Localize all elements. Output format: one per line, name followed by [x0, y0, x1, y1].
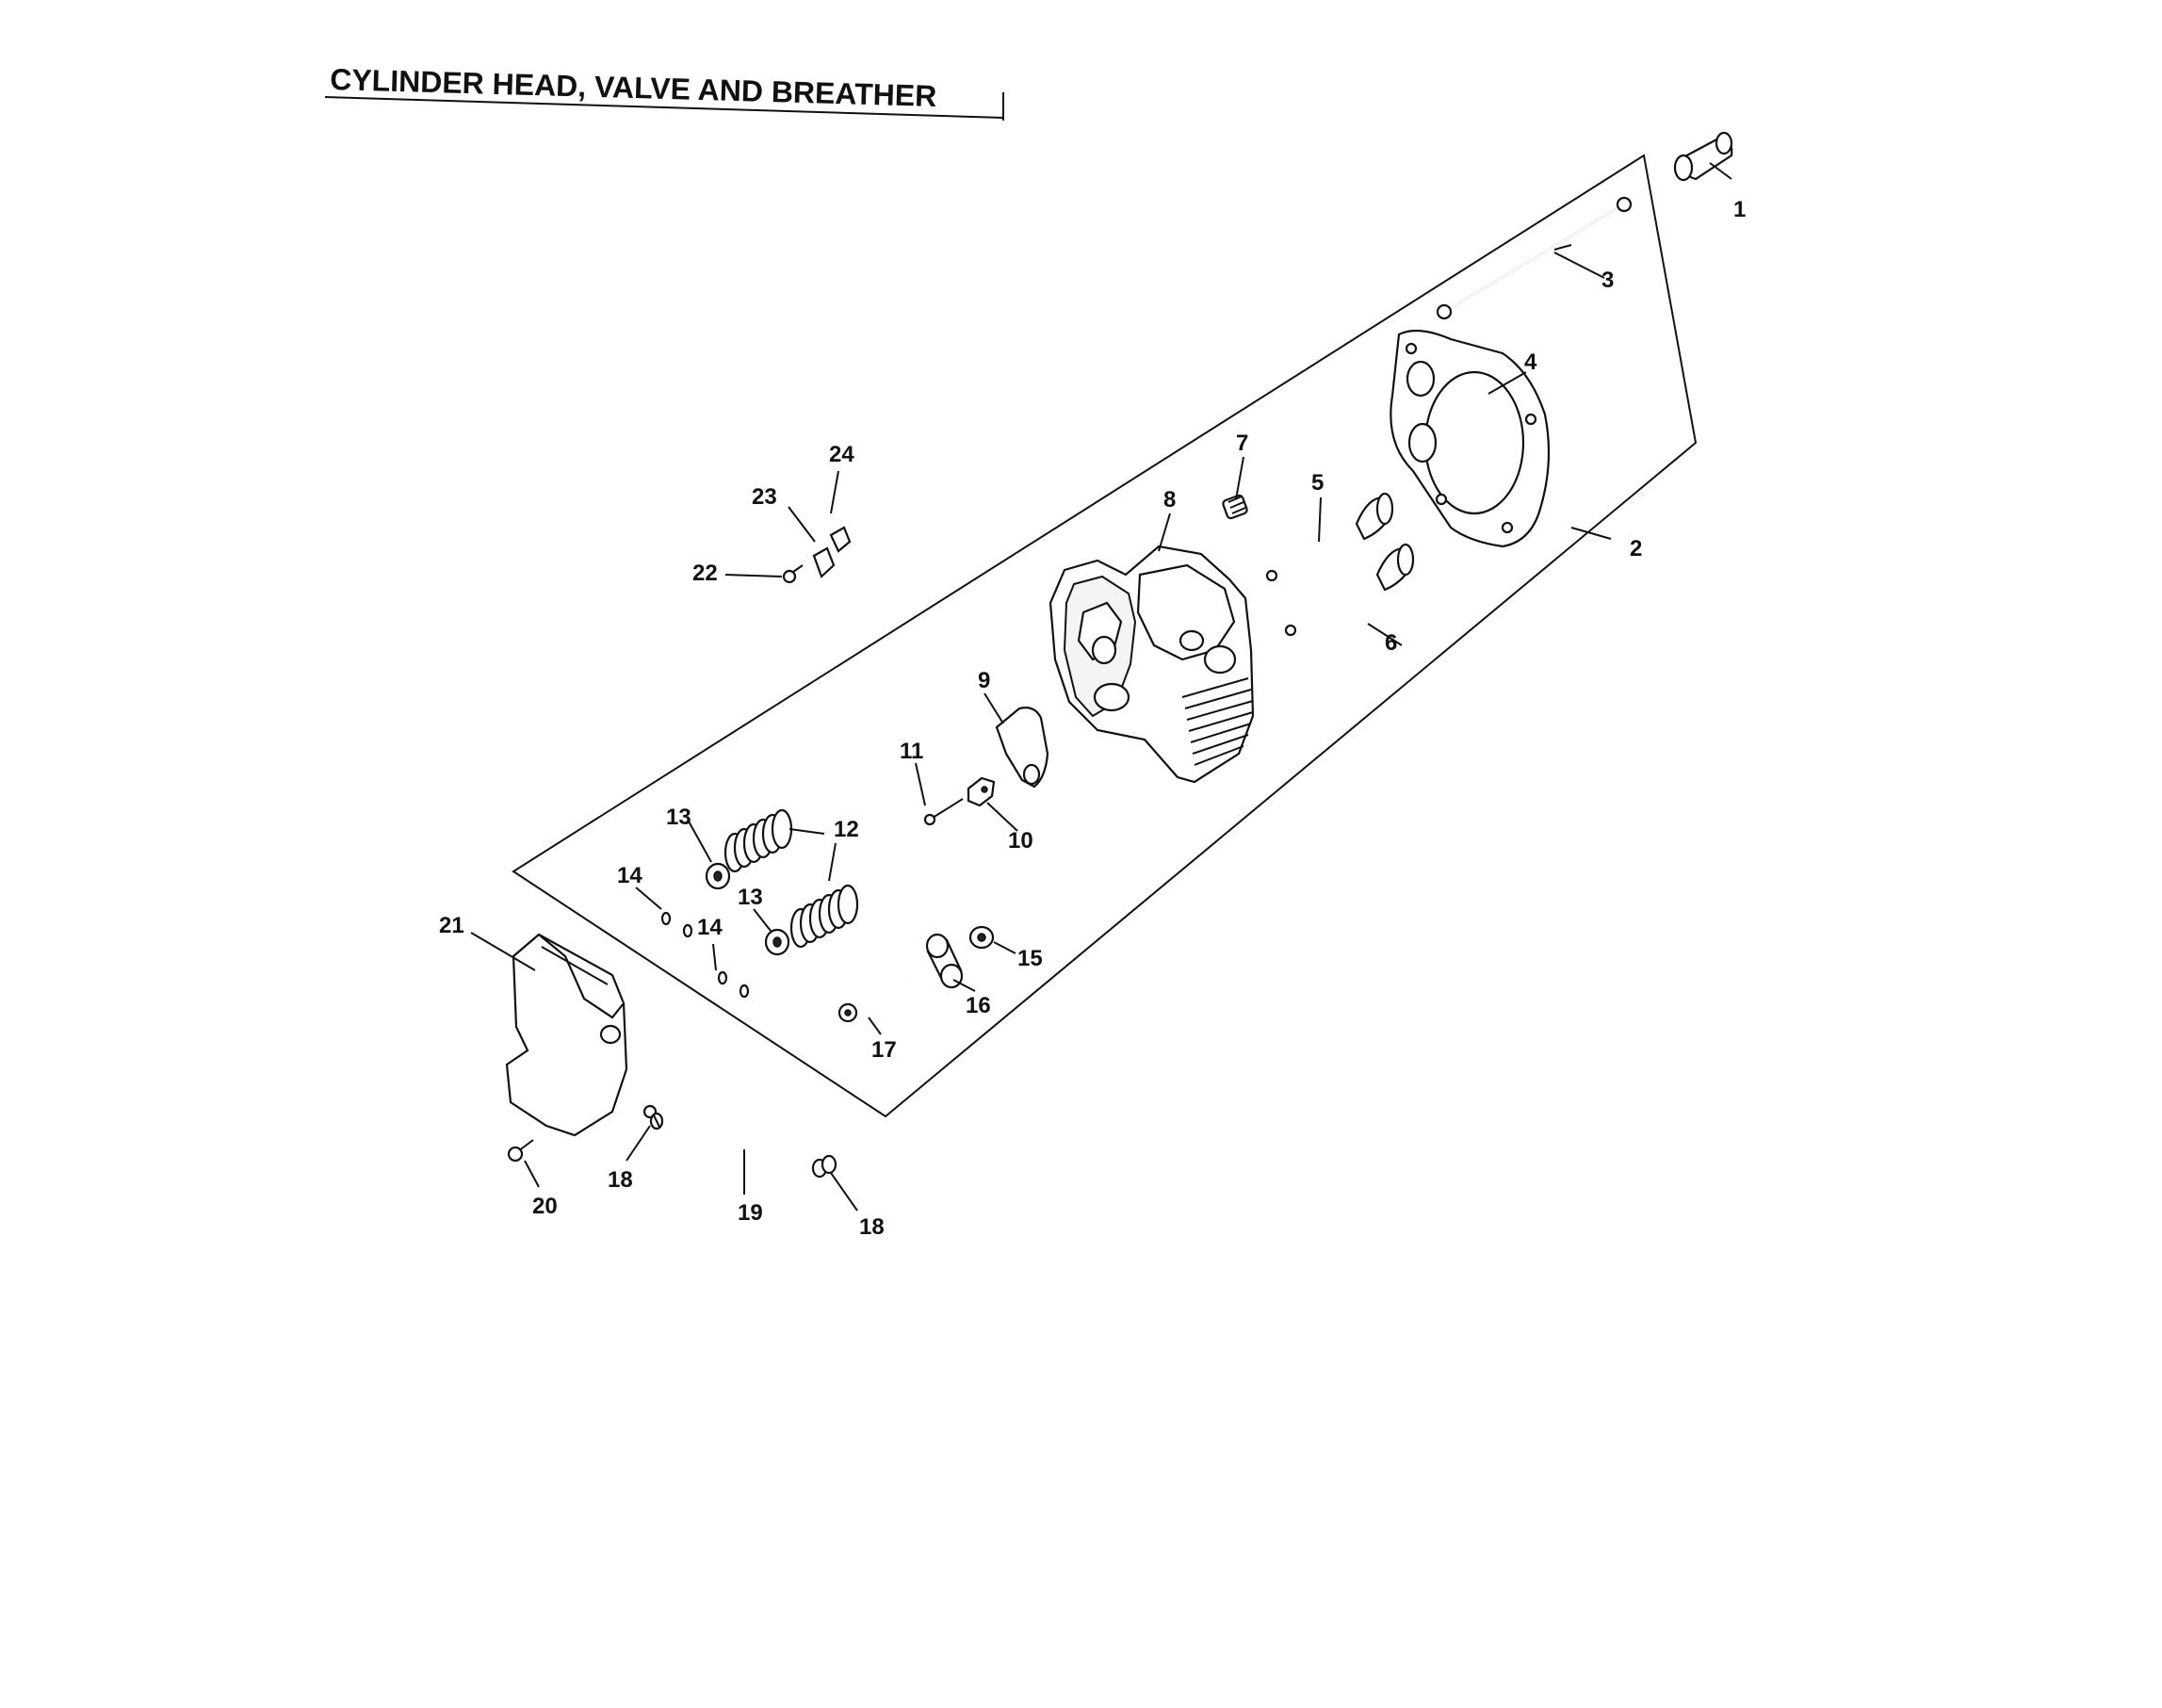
leader-24: [830, 470, 839, 514]
callout-2: 2: [1630, 536, 1642, 561]
callout-13-lower: 13: [738, 885, 763, 910]
part-8-cylinder-head: [1048, 545, 1255, 784]
leader-17: [868, 1017, 882, 1035]
callout-5: 5: [1311, 470, 1324, 496]
callout-14-upper: 14: [617, 863, 642, 888]
part-14-keepers-upper: [660, 911, 693, 938]
part-6-valve: [1284, 543, 1415, 637]
leader-16: [952, 979, 976, 992]
leader-12a: [788, 828, 825, 835]
part-15-nut: [968, 925, 995, 950]
callout-6: 6: [1385, 630, 1397, 656]
part-16-spacer: [925, 933, 964, 989]
part-7-plug: [1222, 494, 1248, 520]
leader-9: [983, 692, 1004, 724]
leader-14b: [712, 943, 717, 971]
leader-8: [1158, 512, 1171, 552]
leader-6: [1367, 623, 1403, 646]
part-5-valve: [1265, 492, 1394, 582]
leader-7: [1235, 456, 1244, 500]
part-23-clip: [812, 546, 836, 578]
leader-14a: [635, 887, 662, 910]
part-24-clip: [829, 526, 852, 553]
leader-13b: [753, 908, 772, 932]
callout-14-lower: 14: [697, 915, 723, 940]
part-10-pivot: [967, 776, 996, 807]
leader-1: [1709, 162, 1732, 180]
leader-12b: [828, 842, 837, 882]
diagram-title: CYLINDER HEAD, VALVE AND BREATHER: [324, 62, 1004, 121]
leader-21: [470, 932, 536, 971]
part-3-push-rod: [1436, 196, 1633, 320]
callout-24: 24: [829, 442, 854, 467]
callout-13-upper: 13: [666, 805, 691, 830]
title-underline: [324, 96, 1004, 119]
callout-16: 16: [966, 993, 991, 1018]
callout-23: 23: [752, 484, 777, 510]
part-1-sleeve: [1673, 131, 1733, 182]
leader-5: [1318, 496, 1322, 543]
leader-22: [724, 574, 783, 577]
leader-4: [1487, 371, 1527, 395]
part-22-screw: [782, 564, 804, 584]
leader-18b: [830, 1172, 858, 1212]
leader-3: [1553, 244, 1572, 251]
part-9-rocker-arm: [995, 707, 1049, 789]
callout-7: 7: [1236, 431, 1248, 456]
leader-3b: [1553, 252, 1605, 279]
callout-1: 1: [1733, 197, 1746, 222]
part-18-clamp-left: [649, 1112, 664, 1131]
callout-15: 15: [1017, 946, 1043, 971]
leader-18a: [626, 1125, 651, 1162]
part-4-head-gasket: [1390, 329, 1551, 548]
part-12-valve-spring-lower: [789, 884, 859, 949]
part-13-retainer-upper: [705, 862, 731, 890]
leader-15: [993, 941, 1016, 954]
part-13-retainer-lower: [764, 928, 790, 956]
leader-lines: [470, 162, 1732, 1212]
part-12-valve-spring-upper: [723, 808, 793, 873]
callout-10: 10: [1008, 828, 1033, 854]
callout-4: 4: [1524, 350, 1537, 375]
part-18-clamp-right: [811, 1154, 837, 1179]
part-17-bolt: [837, 978, 910, 1023]
callout-18-left: 18: [608, 1167, 633, 1193]
callout-22: 22: [692, 561, 718, 586]
callout-3: 3: [1601, 268, 1614, 293]
title-text: CYLINDER HEAD, VALVE AND BREATHER: [330, 62, 937, 113]
part-14-keepers-lower: [717, 970, 750, 999]
leader-11: [915, 762, 926, 806]
callout-21: 21: [439, 913, 464, 938]
cooling-fins: [1181, 677, 1254, 766]
gasket-kit-boundary: [512, 154, 1698, 1118]
leader-23: [788, 506, 816, 543]
callout-9: 9: [978, 668, 990, 693]
callout-11: 11: [900, 739, 923, 764]
leader-2: [1570, 527, 1612, 540]
leader-20: [524, 1160, 540, 1188]
part-19-breather-hose: [667, 1125, 815, 1165]
leader-10: [986, 802, 1018, 832]
callout-18-right: 18: [859, 1214, 885, 1240]
callout-19: 19: [738, 1200, 763, 1226]
part-11-stud: [923, 798, 964, 826]
callout-12: 12: [834, 817, 859, 842]
callout-17: 17: [871, 1037, 897, 1063]
callout-labels: 1 2 3 4 5 6 7 8 9 10 11 12 13 13 14 14 1…: [439, 197, 1746, 1240]
callout-20: 20: [532, 1194, 558, 1219]
callout-8: 8: [1163, 487, 1176, 512]
part-20-screw: [507, 1139, 534, 1163]
part-21-breather-cover: [505, 933, 658, 1137]
leader-13a: [687, 819, 712, 863]
